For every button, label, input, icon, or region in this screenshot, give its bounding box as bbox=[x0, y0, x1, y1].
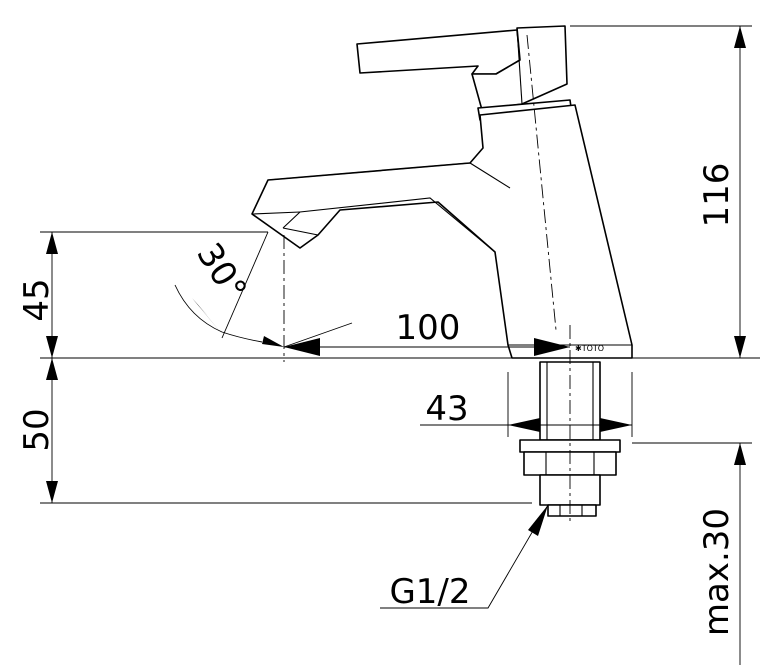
thread-leader bbox=[380, 504, 549, 609]
dimension-lines: ✱TOTO bbox=[40, 25, 760, 665]
lever-handle bbox=[356, 29, 521, 75]
hub-edge bbox=[516, 27, 523, 105]
label-max30: max.30 bbox=[697, 508, 737, 636]
arrow-thread bbox=[528, 505, 548, 536]
label-30-deg: 30° bbox=[188, 236, 254, 308]
lower-connector bbox=[539, 474, 601, 506]
arrow-45-bottom bbox=[46, 336, 58, 358]
dimension-labels: 45 50 116 max.30 100 43 30° G1/2 bbox=[17, 163, 737, 637]
spout-crease-upper bbox=[267, 162, 511, 189]
angle-arc bbox=[174, 284, 263, 343]
faucet-outline bbox=[251, 25, 633, 517]
arrow-43-left bbox=[508, 418, 540, 432]
jet-line bbox=[221, 231, 269, 339]
arrow-max30-top bbox=[734, 443, 746, 465]
hose-tail bbox=[547, 504, 597, 517]
arrow-angle-jet bbox=[192, 298, 222, 334]
arrow-100-left bbox=[284, 338, 320, 356]
toto-mark: ✱TOTO bbox=[575, 344, 604, 353]
arrow-50-top bbox=[46, 358, 58, 380]
arrow-100-right bbox=[534, 338, 570, 356]
arrow-116-top bbox=[734, 26, 746, 48]
label-100: 100 bbox=[396, 308, 461, 348]
label-116: 116 bbox=[697, 163, 737, 228]
label-43: 43 bbox=[425, 389, 468, 429]
angle-leader bbox=[283, 322, 353, 348]
spout-tip-edge bbox=[251, 211, 319, 236]
label-g12: G1/2 bbox=[389, 572, 470, 612]
arrow-116-bottom bbox=[734, 336, 746, 358]
arrow-angle-axis bbox=[262, 336, 284, 347]
arrow-45-top bbox=[46, 232, 58, 254]
label-45: 45 bbox=[17, 278, 57, 321]
label-50: 50 bbox=[17, 408, 57, 451]
arrow-50-bottom bbox=[46, 481, 58, 503]
arrow-43-right bbox=[600, 418, 632, 432]
spout-crease-lower bbox=[282, 197, 496, 253]
